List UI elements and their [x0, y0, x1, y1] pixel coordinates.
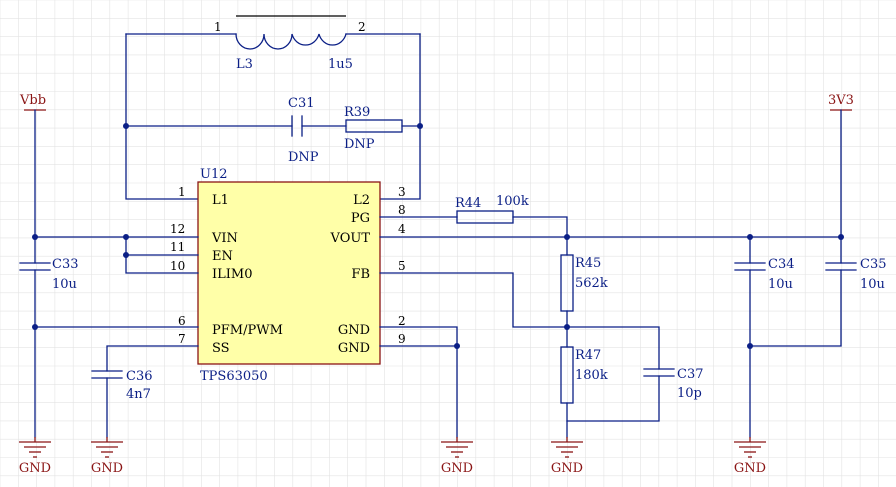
wire-gnd-pin2 — [379, 326, 458, 438]
pin-number-11: 11 — [170, 240, 185, 254]
wire-en-ilim0 — [125, 236, 199, 274]
c33-designator: C33 — [52, 257, 79, 272]
r39-designator: R39 — [344, 105, 370, 120]
c34-designator: C34 — [768, 257, 795, 272]
c37-value: 10p — [677, 386, 702, 401]
r45-value: 562k — [575, 276, 608, 291]
gnd-symbol-2[interactable]: GND — [91, 437, 123, 476]
c31-value: DNP — [288, 150, 319, 165]
c36-value: 4n7 — [126, 387, 151, 402]
inductor-l3[interactable]: 1 2 L3 1u5 — [125, 15, 421, 72]
junction-dot — [32, 234, 38, 240]
resistor-r47[interactable]: R47 180k — [560, 346, 608, 438]
gnd-label-4: GND — [551, 461, 583, 476]
capacitor-c36[interactable]: C36 4n7 — [91, 345, 199, 438]
wire-l2-net — [379, 33, 421, 200]
pin-number-7: 7 — [178, 332, 186, 346]
3v3-label: 3V3 — [828, 93, 854, 108]
gnd-label-1: GND — [19, 461, 51, 476]
junction-dots — [32, 123, 844, 349]
junction-dot — [32, 324, 38, 330]
gnd-symbol-1[interactable]: GND — [19, 437, 51, 476]
capacitor-c35[interactable]: C35 10u — [749, 257, 887, 347]
c31-designator: C31 — [288, 96, 315, 111]
wire-fb — [379, 272, 660, 370]
junction-dot — [747, 234, 753, 240]
pin-number-4: 4 — [398, 222, 406, 236]
c35-designator: C35 — [860, 257, 887, 272]
resistor-r39[interactable]: R39 DNP — [344, 105, 421, 152]
c37-designator: C37 — [677, 367, 704, 382]
power-port-vbb[interactable]: Vbb — [19, 93, 46, 111]
pin-number-9: 9 — [398, 332, 406, 346]
junction-dot — [417, 123, 423, 129]
junction-dot — [564, 234, 570, 240]
pin-number-6: 6 — [178, 314, 186, 328]
junction-dot — [747, 343, 753, 349]
wire-l1-net — [125, 33, 199, 200]
l3-value: 1u5 — [328, 57, 353, 72]
l3-designator: L3 — [236, 57, 253, 72]
pin-label-gnd-2: GND — [338, 323, 370, 338]
r47-value: 180k — [575, 368, 608, 383]
vbb-label: Vbb — [19, 93, 46, 108]
junction-dot — [123, 234, 129, 240]
junction-dot — [564, 324, 570, 330]
pin-label-fb: FB — [351, 267, 370, 282]
r44-designator: R44 — [455, 196, 481, 211]
capacitor-c33[interactable]: C33 10u — [19, 257, 79, 292]
junction-dot — [838, 234, 844, 240]
pin-label-ilim0: ILIM0 — [212, 267, 253, 282]
l3-pin2-number: 2 — [358, 20, 366, 34]
junction-dot — [454, 343, 460, 349]
c35-value: 10u — [860, 277, 885, 292]
c36-designator: C36 — [126, 369, 153, 384]
gnd-symbol-3[interactable]: GND — [441, 437, 473, 476]
l3-pin1-number: 1 — [214, 20, 222, 34]
ic-u12[interactable]: U12 TPS63050 L1 VIN EN ILIM0 PFM/PWM SS … — [170, 167, 406, 384]
junction-dot — [123, 123, 129, 129]
pin-label-ss: SS — [212, 341, 230, 356]
c33-value: 10u — [52, 277, 77, 292]
u12-part-number: TPS63050 — [200, 369, 268, 384]
r47-designator: R47 — [575, 348, 601, 363]
pin-label-en: EN — [212, 249, 233, 264]
r44-value: 100k — [496, 194, 529, 209]
junction-dot — [123, 252, 129, 258]
gnd-symbol-5[interactable]: GND — [734, 437, 766, 476]
pin-label-l1: L1 — [212, 193, 229, 208]
gnd-symbol-4[interactable]: GND — [551, 437, 583, 476]
resistor-r44[interactable]: R44 100k — [379, 194, 568, 256]
pin-number-3: 3 — [398, 185, 406, 199]
pin-number-8: 8 — [398, 203, 406, 217]
pin-number-2: 2 — [398, 314, 406, 328]
gnd-label-2: GND — [91, 461, 123, 476]
u12-designator: U12 — [200, 167, 228, 182]
pin-number-12: 12 — [170, 222, 185, 236]
capacitor-c37[interactable]: C37 10p — [566, 367, 704, 422]
pin-number-5: 5 — [398, 259, 406, 273]
pin-label-vout: VOUT — [330, 231, 371, 246]
r39-value: DNP — [344, 137, 375, 152]
pin-number-1: 1 — [178, 185, 186, 199]
pin-label-pg: PG — [351, 211, 370, 226]
c34-value: 10u — [768, 277, 793, 292]
pin-number-10: 10 — [170, 259, 185, 273]
gnd-label-5: GND — [734, 461, 766, 476]
pin-label-l2: L2 — [353, 193, 370, 208]
capacitor-c34[interactable]: C34 10u — [734, 236, 795, 438]
capacitor-c31[interactable]: C31 DNP — [125, 96, 347, 165]
gnd-label-3: GND — [441, 461, 473, 476]
pin-label-vin: VIN — [211, 231, 238, 246]
pin-label-gnd-9: GND — [338, 341, 370, 356]
pin-label-pfm-pwm: PFM/PWM — [212, 323, 283, 338]
r45-designator: R45 — [575, 256, 601, 271]
resistor-r45[interactable]: R45 562k — [560, 254, 608, 348]
power-port-3v3[interactable]: 3V3 — [828, 93, 854, 111]
